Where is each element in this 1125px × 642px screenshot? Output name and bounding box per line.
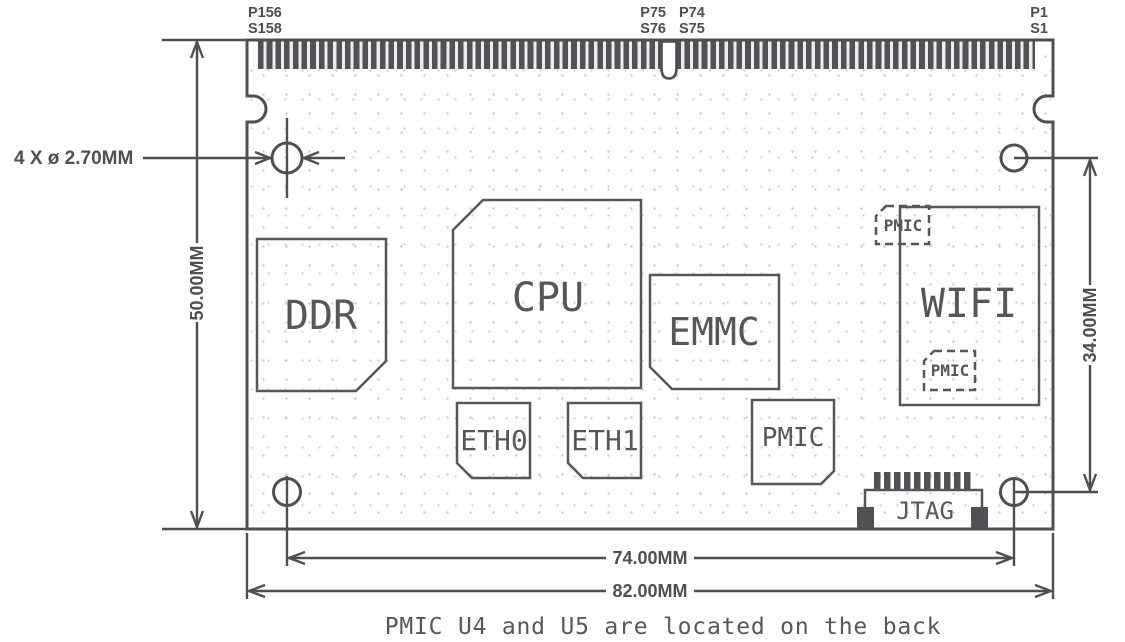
- dimension-board-height: 50.00MM: [162, 38, 246, 531]
- eth0-label: ETH0: [460, 424, 527, 457]
- dimension-hole-callout: 4 X ø 2.70MM: [14, 118, 345, 198]
- component-pmic-back-top: PMIC: [874, 204, 931, 246]
- pmic-back-bottom-label: PMIC: [931, 361, 970, 380]
- hole-span-horizontal-label: 74.00MM: [612, 548, 687, 568]
- pin-label-s158: S158: [248, 21, 282, 37]
- cpu-label: CPU: [512, 275, 584, 321]
- connector-key-notch: [660, 40, 678, 80]
- pin-label-s75: S75: [679, 21, 705, 37]
- edge-connector-pins: [258, 41, 1035, 69]
- pin-label-p75: P75: [640, 5, 666, 21]
- hole-callout-label: 4 X ø 2.70MM: [14, 148, 133, 169]
- component-emmc: EMMC: [648, 273, 781, 391]
- component-pmic: PMIC: [750, 398, 836, 486]
- component-wifi: WIFI: [898, 205, 1041, 407]
- component-eth1: ETH1: [566, 401, 643, 480]
- dimension-hole-span-vertical: 34.00MM: [1014, 156, 1100, 494]
- component-pmic-back-bottom: PMIC: [922, 349, 977, 392]
- pmic-back-top-label: PMIC: [884, 216, 923, 235]
- pin-label-s1: S1: [1030, 21, 1048, 37]
- pin-label-p156: P156: [248, 5, 282, 21]
- hole-span-vertical-label: 34.00MM: [1080, 287, 1100, 362]
- dimension-board-width: 82.00MM: [245, 533, 1055, 601]
- pin-labels: P156 S158 P75 S76 P74 S75 P1 S1: [248, 5, 1048, 37]
- ddr-label: DDR: [285, 293, 358, 339]
- eth1-label: ETH1: [571, 424, 638, 457]
- emmc-label: EMMC: [668, 310, 760, 354]
- board-height-label: 50.00MM: [187, 245, 207, 320]
- component-jtag: JTAG: [857, 472, 988, 528]
- pin-label-s76: S76: [640, 21, 666, 37]
- dimension-hole-span-horizontal: 74.00MM: [285, 476, 1016, 568]
- board-width-label: 82.00MM: [612, 581, 687, 601]
- board-outline: [245, 38, 1055, 531]
- pin-label-p1: P1: [1030, 5, 1048, 21]
- wifi-label: WIFI: [921, 281, 1017, 327]
- component-eth0: ETH0: [455, 401, 532, 480]
- component-cpu: CPU: [451, 198, 643, 390]
- back-side-note: PMIC U4 and U5 are located on the back: [385, 614, 942, 640]
- jtag-label: JTAG: [896, 497, 954, 525]
- pmic-label: PMIC: [762, 423, 825, 453]
- component-ddr: DDR: [255, 237, 388, 393]
- pin-label-p74: P74: [679, 5, 705, 21]
